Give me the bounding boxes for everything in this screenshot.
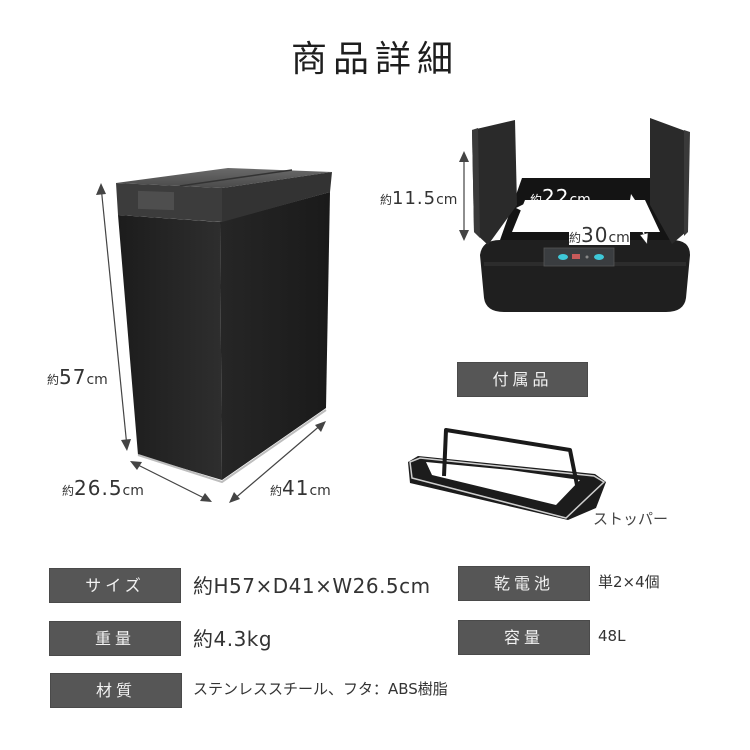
spec-label-size: サイズ (49, 568, 181, 603)
spec-value-material: ステンレススチール、フタ：ABS樹脂 (193, 680, 448, 698)
page-title: 商品詳細 (290, 39, 459, 80)
spec-label-capacity: 容量 (458, 620, 590, 655)
spec-label-material: 材質 (50, 673, 182, 708)
depth-dimension-label: 約41cm (270, 476, 331, 500)
opening-length-dimension-label: 約30cm (569, 223, 630, 247)
accessories-label: 付属品 (457, 362, 588, 397)
spec-label-weight: 重量 (49, 621, 181, 656)
spec-label-battery: 乾電池 (458, 566, 590, 601)
spec-value-capacity: 48L (598, 627, 626, 645)
lid-height-dimension-label: 約11.5cm (380, 188, 458, 209)
width-dimension-label: 約26.5cm (62, 476, 144, 500)
height-dimension-label: 約57cm (47, 365, 108, 389)
opening-width-dimension-label: 約22cm (530, 185, 591, 209)
spec-value-size: 約H57×D41×W26.5cm (193, 574, 431, 598)
spec-value-battery: 単2×4個 (598, 573, 660, 591)
spec-value-weight: 約4.3kg (193, 627, 273, 651)
stopper-label: ストッパー (593, 510, 669, 528)
